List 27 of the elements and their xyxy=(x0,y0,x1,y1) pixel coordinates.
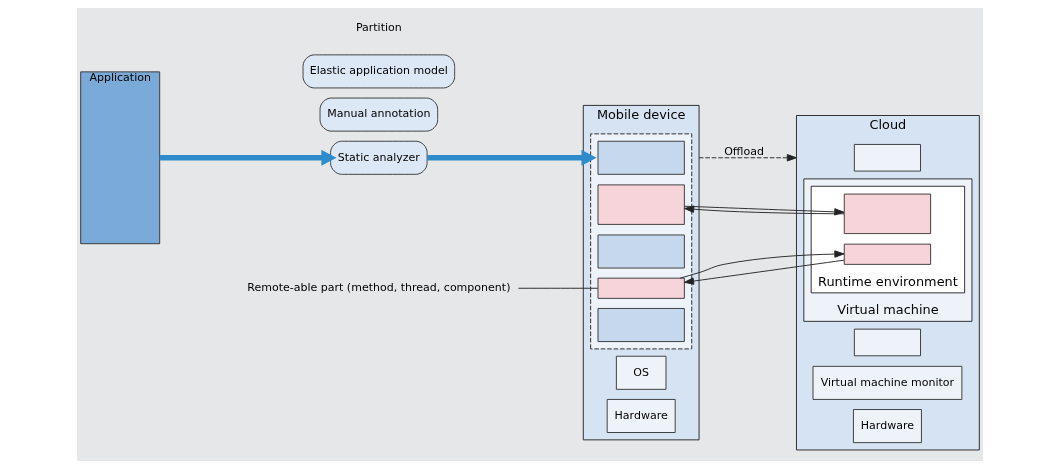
node-box xyxy=(597,184,685,225)
arrow xyxy=(698,154,797,162)
connector xyxy=(517,287,598,289)
arrow xyxy=(159,149,336,166)
node-box: Elastic application model xyxy=(302,54,455,89)
node-box: Virtual machine monitor xyxy=(812,365,962,400)
node-box xyxy=(597,140,685,175)
edge-label: Offload xyxy=(723,144,764,158)
node-box xyxy=(853,144,921,172)
node-box xyxy=(853,328,921,357)
node-box xyxy=(843,193,931,235)
cluster: Runtime environment xyxy=(810,185,965,294)
node-box: OS xyxy=(615,355,666,390)
node-box: Manual annotation xyxy=(319,97,438,132)
node-box: Static analyzer xyxy=(329,140,428,175)
node-box: Hardware xyxy=(852,409,922,444)
arrow xyxy=(679,250,844,279)
node-box: Application xyxy=(79,71,160,245)
node-box xyxy=(597,234,685,269)
node-box xyxy=(843,243,931,265)
node-box: Hardware xyxy=(606,399,676,433)
arrow xyxy=(426,149,597,166)
label: Partition xyxy=(355,21,402,35)
node-box xyxy=(597,277,685,299)
node-box xyxy=(597,308,685,342)
node-text: Remote-able part (method, thread, component) xyxy=(246,281,510,295)
arrow xyxy=(683,259,844,285)
